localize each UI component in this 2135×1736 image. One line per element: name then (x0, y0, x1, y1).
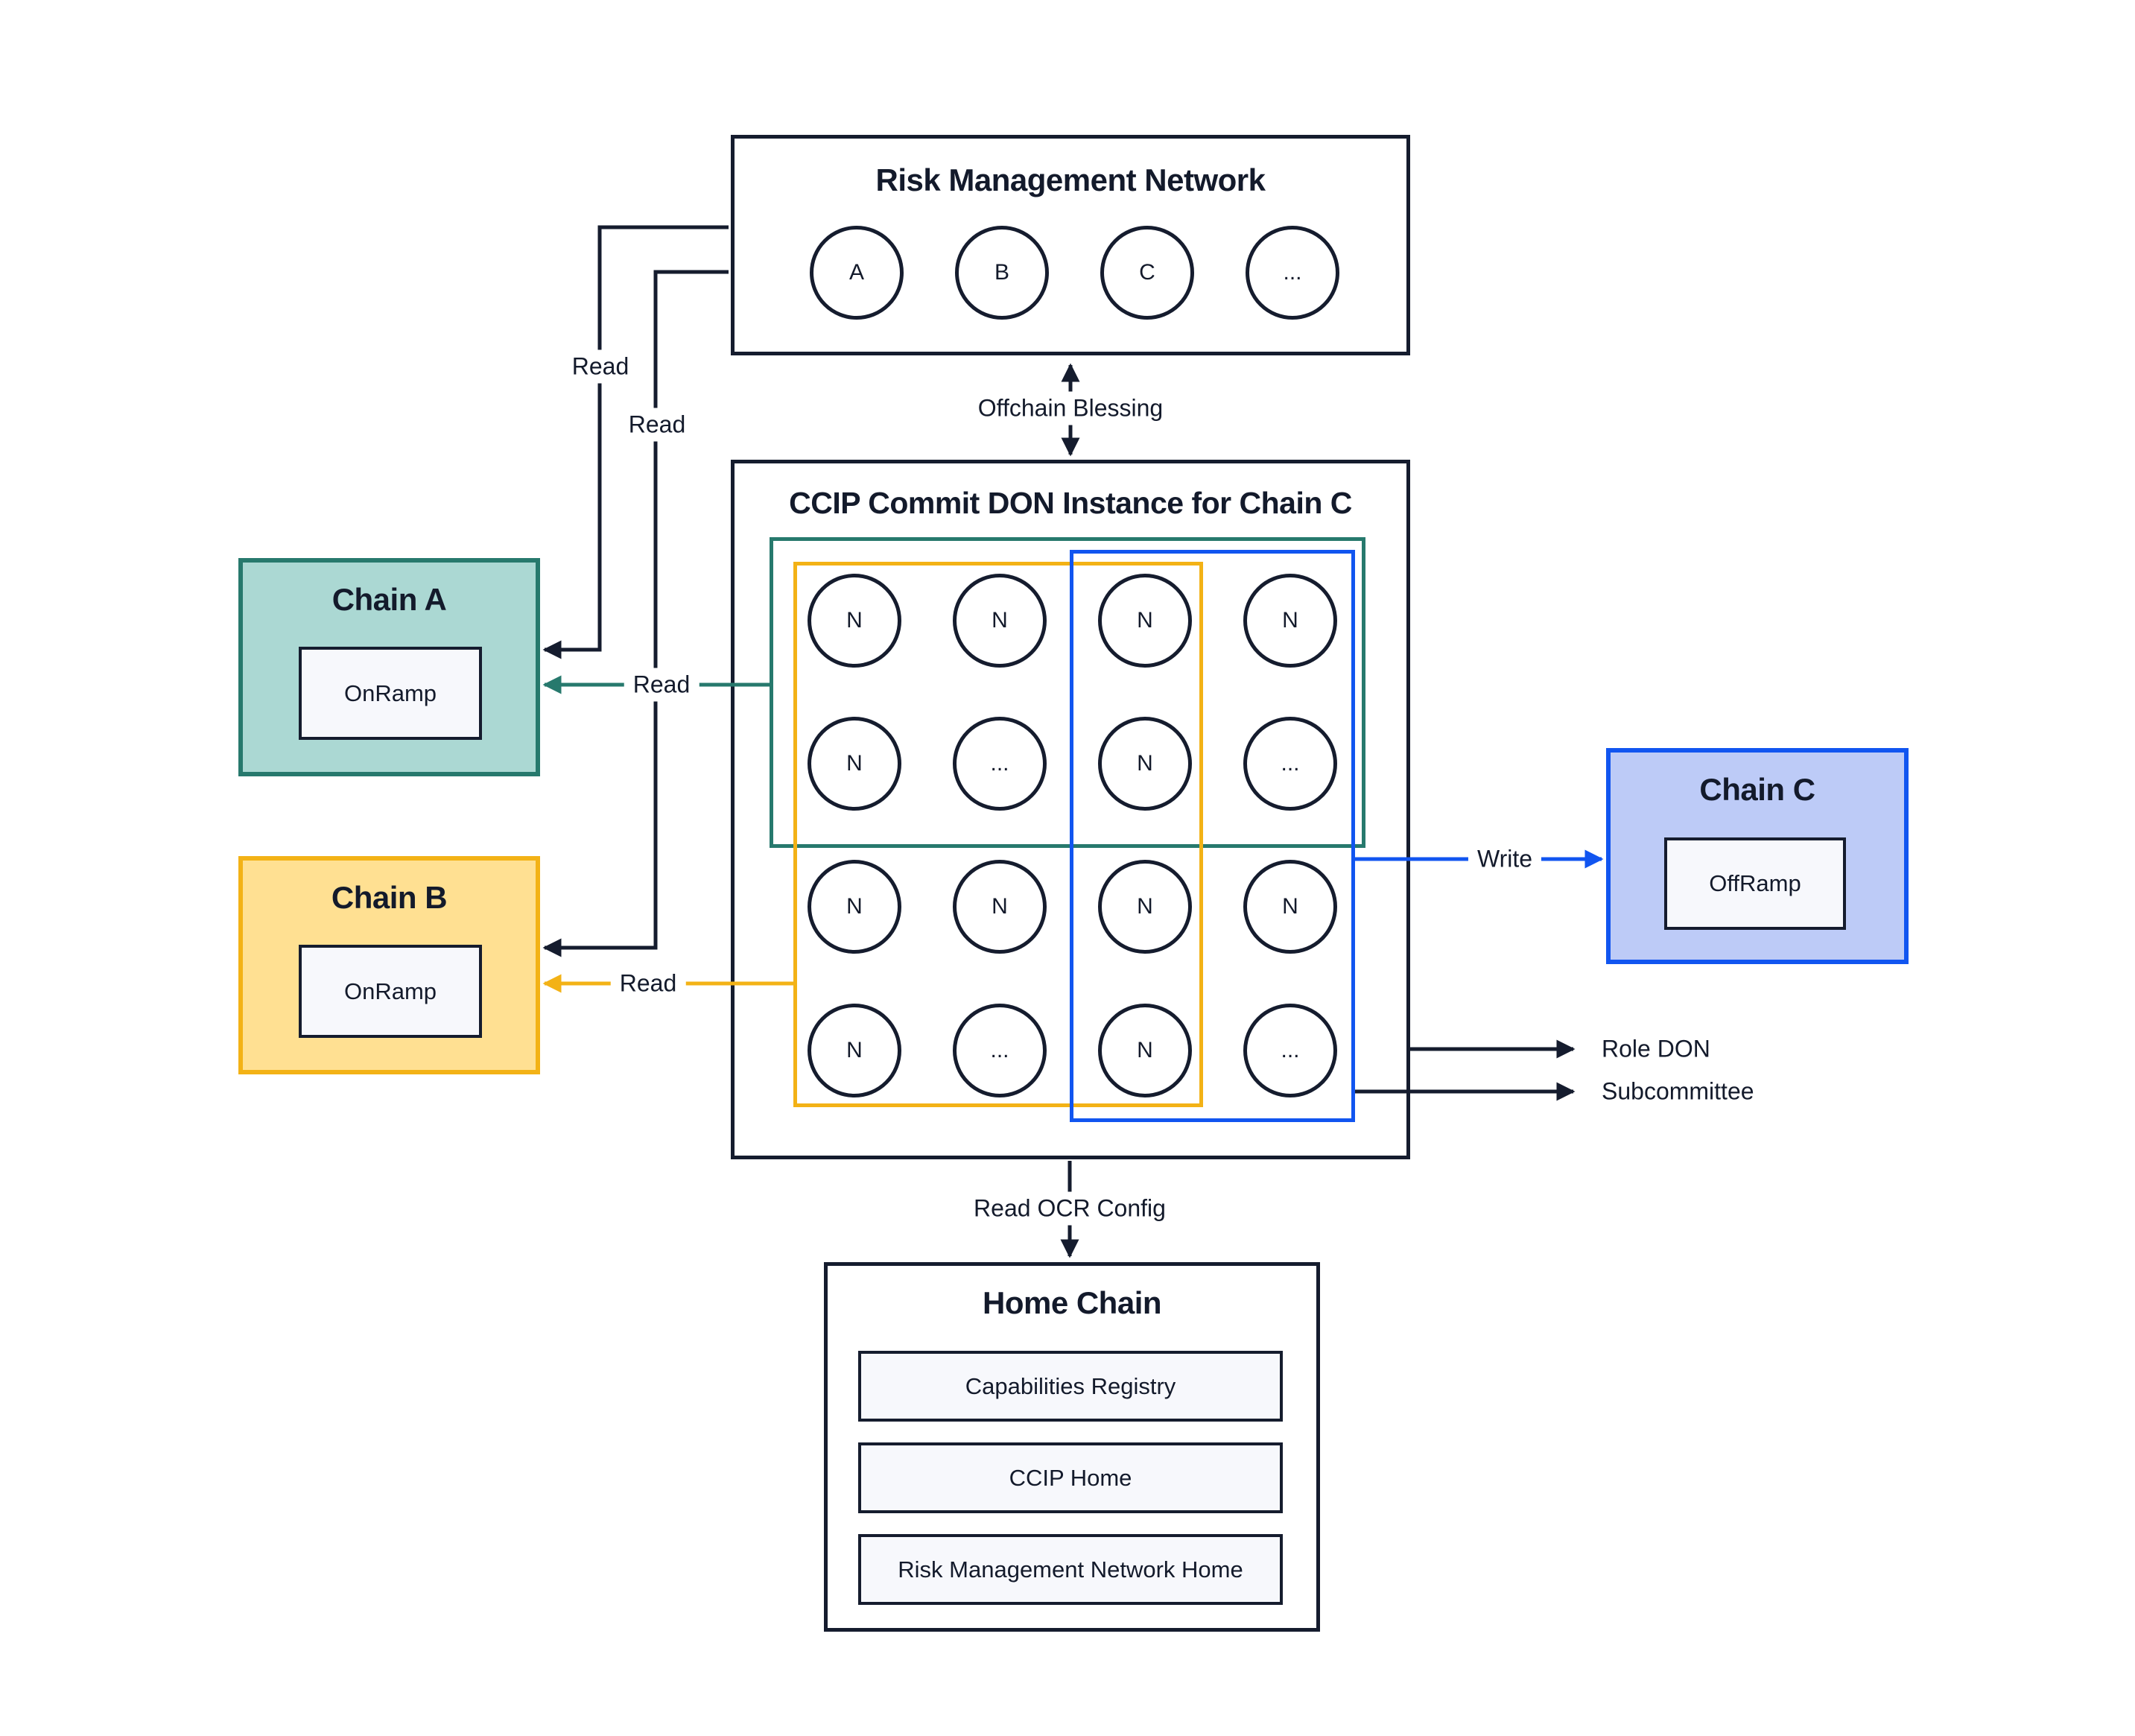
read-label-don-chain-a: Read (624, 668, 699, 702)
don-node: ... (1243, 717, 1337, 811)
edge-rmn-read-chain-a (542, 225, 729, 659)
chain-b-subcommittee-outline (793, 562, 1203, 1107)
don-node: ... (953, 1004, 1047, 1097)
don-node: ... (1243, 1004, 1337, 1097)
rmn-node: B (955, 226, 1049, 320)
risk-management-network-box: Risk Management Network A B C ... (731, 135, 1410, 355)
chain-a-box: Chain A OnRamp (238, 558, 540, 776)
offchain-blessing-label: Offchain Blessing (968, 391, 1173, 425)
chain-b-onramp: OnRamp (299, 945, 482, 1038)
rmn-node: A (810, 226, 904, 320)
chain-c-title: Chain C (1699, 772, 1815, 807)
don-node: N (953, 860, 1047, 954)
risk-management-network-title: Risk Management Network (875, 162, 1266, 197)
read-label-rmn-chain-a: Read (562, 349, 638, 384)
capabilities-registry-contract: Capabilities Registry (858, 1351, 1283, 1422)
don-node: N (1098, 860, 1192, 954)
read-ocr-config-label: Read OCR Config (965, 1191, 1175, 1226)
chain-a-onramp: OnRamp (299, 647, 482, 740)
don-node: N (1098, 1004, 1192, 1097)
don-node: N (1098, 574, 1192, 668)
chain-c-subcommittee-outline (1070, 550, 1355, 1122)
read-label-rmn-chain-b: Read (619, 408, 695, 442)
chain-c-offramp: OffRamp (1664, 837, 1846, 930)
chain-b-title: Chain B (331, 880, 448, 915)
home-chain-title: Home Chain (982, 1285, 1162, 1320)
write-label: Write (1468, 842, 1542, 876)
don-node: N (808, 717, 901, 811)
subcommittee-label: Subcommittee (1602, 1077, 1754, 1105)
don-node: ... (953, 717, 1047, 811)
home-chain-box: Home Chain Capabilities Registry CCIP Ho… (824, 1262, 1320, 1632)
don-node: N (1243, 574, 1337, 668)
blessing-committee-outline (770, 537, 1365, 848)
chain-a-title: Chain A (331, 582, 447, 617)
read-label-don-chain-b: Read (610, 966, 686, 1001)
ccip-home-contract: CCIP Home (858, 1442, 1283, 1513)
don-node: N (808, 574, 901, 668)
commit-don-box: CCIP Commit DON Instance for Chain C N N… (731, 460, 1410, 1159)
chain-c-box: Chain C OffRamp (1606, 748, 1909, 964)
rmn-node: ... (1246, 226, 1339, 320)
don-node: N (1098, 717, 1192, 811)
don-node: N (1243, 860, 1337, 954)
don-node: N (953, 574, 1047, 668)
edge-rmn-read-chain-b (542, 270, 729, 957)
commit-don-title: CCIP Commit DON Instance for Chain C (789, 486, 1352, 520)
chain-b-box: Chain B OnRamp (238, 856, 540, 1074)
rmn-home-contract: Risk Management Network Home (858, 1534, 1283, 1605)
don-node: N (808, 860, 901, 954)
don-node: N (808, 1004, 901, 1097)
role-don-label: Role DON (1602, 1035, 1710, 1062)
rmn-node: C (1100, 226, 1194, 320)
